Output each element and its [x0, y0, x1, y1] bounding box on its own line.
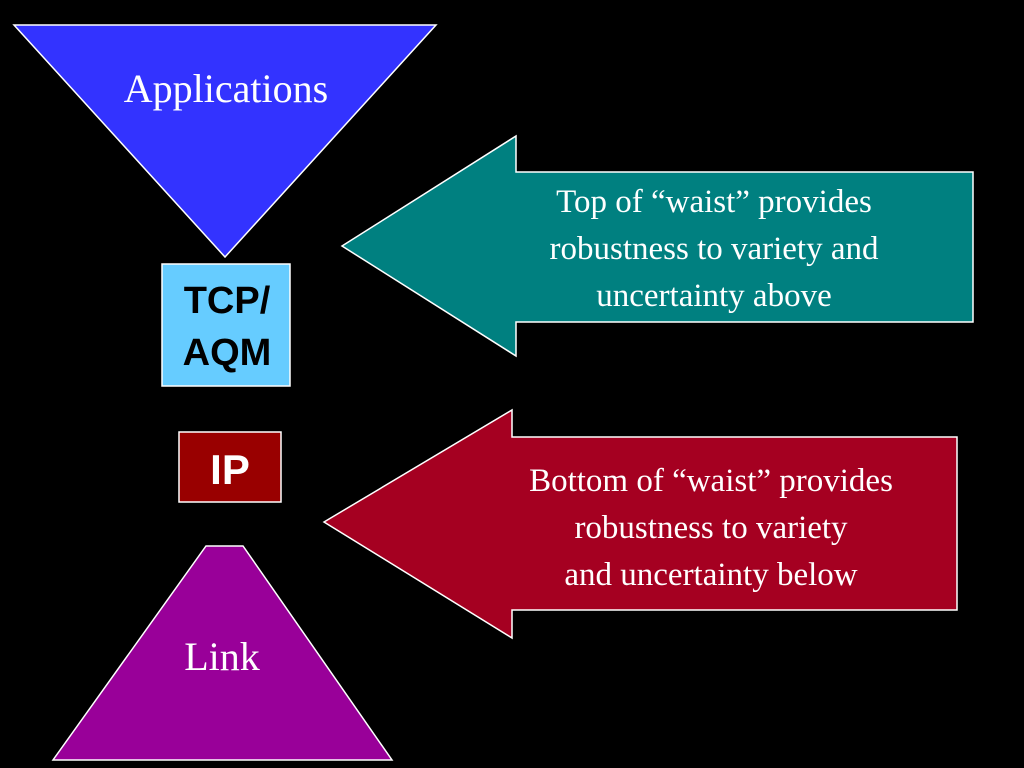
- applications-triangle: [12, 24, 438, 259]
- link-triangle: [51, 545, 394, 761]
- ip-box: [178, 431, 282, 503]
- link-label: Link: [184, 634, 260, 679]
- top-callout-line-1: Top of “waist” provides: [556, 184, 872, 220]
- top-callout-line-2: robustness to variety and: [549, 231, 879, 267]
- tcp-aqm-box: [161, 263, 291, 387]
- top-callout-arrow: [340, 134, 974, 358]
- aqm-label: AQM: [183, 332, 272, 374]
- tcp-label: TCP/: [184, 280, 271, 322]
- bottom-callout-line-2: robustness to variety: [574, 510, 848, 546]
- applications-label: Applications: [124, 66, 328, 111]
- bottom-callout-arrow: [322, 408, 958, 640]
- ip-label: IP: [210, 446, 250, 493]
- top-callout-line-3: uncertainty above: [596, 278, 831, 314]
- bottom-callout-line-1: Bottom of “waist” provides: [529, 463, 893, 499]
- bottom-callout-line-3: and uncertainty below: [564, 557, 857, 593]
